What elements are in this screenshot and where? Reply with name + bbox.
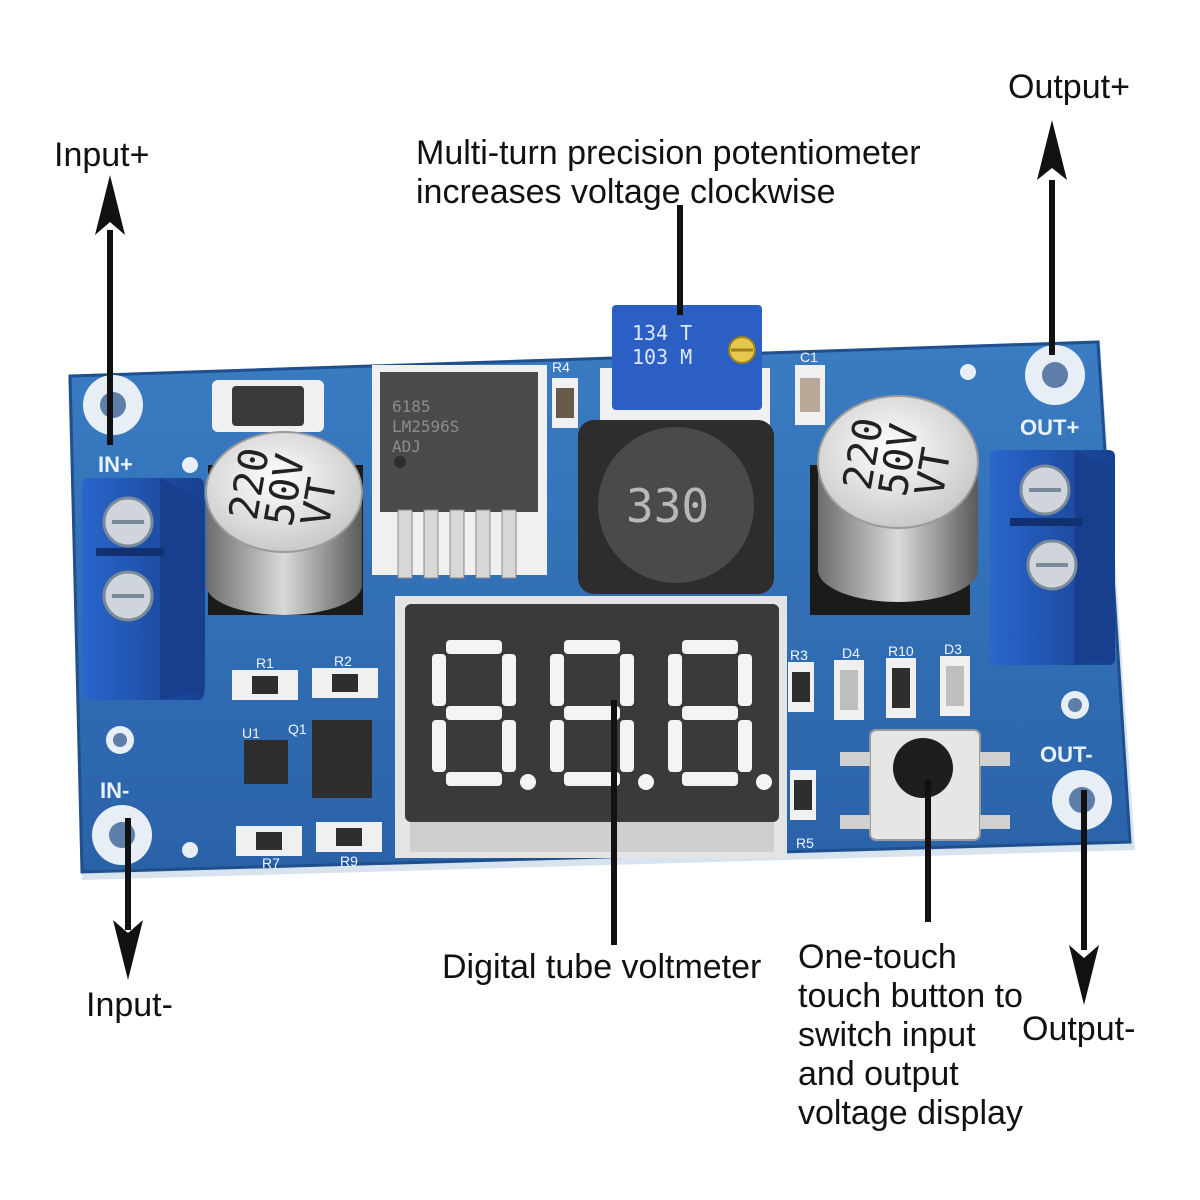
digit-1-segment — [446, 706, 502, 720]
digit-3-segment — [668, 720, 682, 772]
output-screw-terminal — [990, 450, 1115, 665]
label-potentiometer: Multi-turn precision potentiometer incre… — [416, 134, 921, 212]
silk-r3: R3 — [790, 647, 808, 663]
label-potentiometer-line1: Multi-turn precision potentiometer — [416, 134, 921, 172]
silk-d3: D3 — [944, 641, 962, 657]
regulator-line2: LM2596S — [392, 417, 459, 436]
cap-right-line3: VT — [907, 445, 961, 500]
small-components-top — [552, 365, 825, 428]
label-button: One-touch touch button to switch input a… — [798, 938, 1098, 1133]
digit-3-segment — [738, 720, 752, 772]
pot-line2: 103 M — [632, 345, 692, 369]
regulator-line3: ADJ — [392, 437, 421, 456]
regulator-line1: 6185 — [392, 397, 431, 416]
silk-r7: R7 — [262, 855, 280, 871]
label-potentiometer-line2: increases voltage clockwise — [416, 173, 836, 211]
digit-3-segment — [682, 772, 738, 786]
digit-1-segment — [502, 720, 516, 772]
digit-1-segment — [432, 720, 446, 772]
smd-components — [232, 656, 970, 856]
label-input-minus: Input- — [86, 986, 173, 1024]
digit-3-decimal-point — [756, 774, 772, 790]
inductor: 330 — [578, 420, 774, 594]
digit-1-segment — [446, 772, 502, 786]
digit-1-segment — [446, 640, 502, 654]
label-button-line3: switch input — [798, 1016, 976, 1054]
silk-u1: U1 — [242, 725, 260, 741]
regulator-ic: 6185 LM2596S ADJ — [372, 365, 547, 579]
silk-r1: R1 — [256, 655, 274, 671]
silk-in-minus: IN- — [100, 778, 129, 803]
digit-1-decimal-point — [520, 774, 536, 790]
pot-line1: 134 T — [632, 321, 692, 345]
silk-r2: R2 — [334, 653, 352, 669]
label-voltmeter: Digital tube voltmeter — [442, 948, 762, 986]
digit-2-segment — [620, 720, 634, 772]
label-button-line4: and output — [798, 1055, 959, 1093]
silk-d4: D4 — [842, 645, 860, 661]
digit-1-segment — [432, 654, 446, 706]
silk-q1: Q1 — [288, 721, 307, 737]
label-button-line5: voltage display — [798, 1094, 1023, 1132]
silk-in-plus: IN+ — [98, 452, 133, 477]
input-capacitor: 220 50V VT — [205, 431, 363, 615]
digit-3-segment — [682, 640, 738, 654]
silk-out-minus: OUT- — [1040, 742, 1093, 767]
silk-r4: R4 — [552, 359, 570, 375]
digit-1-segment — [502, 654, 516, 706]
silk-out-plus: OUT+ — [1020, 415, 1079, 440]
label-output-minus: Output- — [1022, 1010, 1136, 1048]
inductor-marking: 330 — [626, 479, 709, 533]
digit-2-decimal-point — [638, 774, 654, 790]
potentiometer: 134 T 103 M — [600, 305, 770, 428]
output-capacitor: 220 50V VT — [810, 395, 979, 615]
silk-r5: R5 — [796, 835, 814, 851]
silk-c1: C1 — [800, 349, 818, 365]
digit-2-segment — [550, 720, 564, 772]
digit-2-segment — [620, 654, 634, 706]
display-segments — [432, 640, 772, 790]
digit-3-segment — [738, 654, 752, 706]
digit-3-segment — [682, 706, 738, 720]
digit-2-segment — [550, 654, 564, 706]
voltmeter-display — [395, 596, 787, 858]
digit-2-segment — [564, 640, 620, 654]
digit-2-segment — [564, 772, 620, 786]
callout-arrows — [95, 120, 1099, 1005]
cap-left-line3: VT — [293, 475, 347, 530]
label-button-line1: One-touch — [798, 938, 957, 976]
label-input-plus: Input+ — [54, 136, 150, 174]
silkscreen-labels: IN+ IN- OUT+ OUT- R1 R2 R3 R4 R5 R7 R9 R… — [98, 349, 1093, 871]
input-diode — [212, 380, 324, 432]
label-button-line2: touch button to — [798, 977, 1023, 1015]
silk-r10: R10 — [888, 643, 914, 659]
digit-2-segment — [564, 706, 620, 720]
digit-3-segment — [668, 654, 682, 706]
label-output-plus: Output+ — [1008, 68, 1130, 106]
silk-r9: R9 — [340, 853, 358, 869]
input-screw-terminal — [82, 478, 205, 700]
